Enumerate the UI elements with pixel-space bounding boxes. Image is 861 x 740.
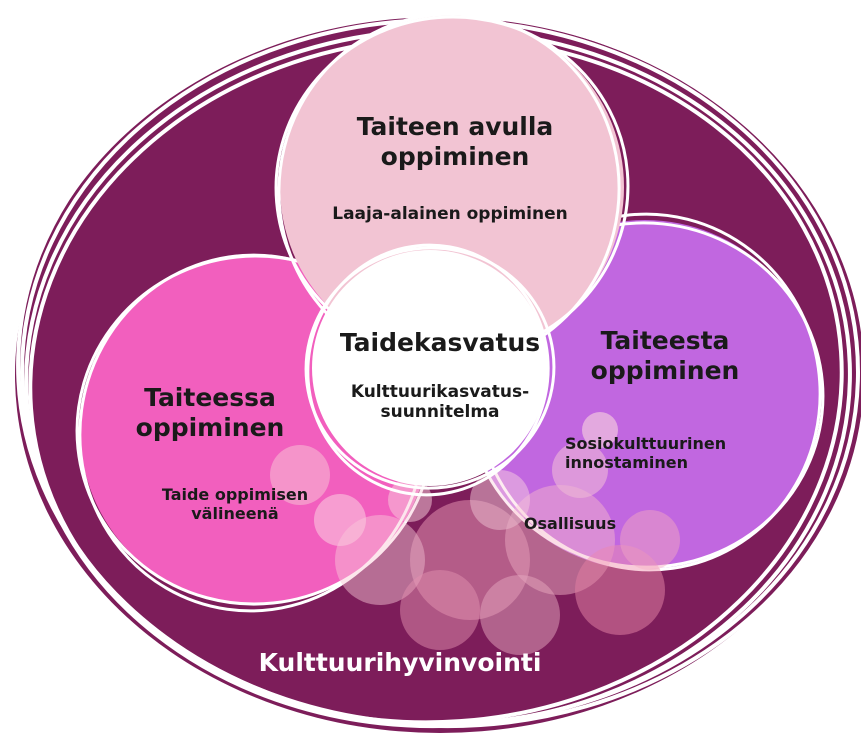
center-title: Taidekasvatus xyxy=(339,328,541,357)
center-subtitle-line2: suunnitelma xyxy=(380,402,500,423)
left-subtitle: Taide oppimisen välineenä xyxy=(120,485,350,523)
top-title-line2: oppiminen xyxy=(380,142,530,171)
center-circle xyxy=(312,250,548,486)
right-title: Taiteesta oppiminen xyxy=(565,326,765,386)
right-subtitle-line1: Sosiokulttuurinen xyxy=(565,434,727,453)
bottom-label: Kulttuurihyvinvointi xyxy=(258,648,542,677)
right-title-line2: oppiminen xyxy=(590,356,740,385)
left-title-line1: Taiteessa xyxy=(144,383,276,412)
right-subtitle-line2: innostaminen xyxy=(565,453,689,473)
right-extra: Osallisuus xyxy=(523,514,617,533)
left-title-line2: oppiminen xyxy=(135,413,285,442)
top-title: Taiteen avulla oppiminen xyxy=(300,112,610,172)
center-subtitle: Kulttuurikasvatus- suunnitelma xyxy=(320,382,560,423)
right-title-line1: Taiteesta xyxy=(600,326,730,355)
left-subtitle-line1: Taide oppimisen xyxy=(161,485,309,504)
flower-cluster xyxy=(270,412,680,655)
top-subtitle: Laaja-alainen oppiminen xyxy=(332,204,568,224)
left-title: Taiteessa oppiminen xyxy=(110,383,310,443)
top-title-line1: Taiteen avulla xyxy=(356,112,554,141)
center-subtitle-line1: Kulttuurikasvatus- xyxy=(350,382,530,402)
right-subtitle: Sosiokulttuurinen innostaminen xyxy=(565,434,780,472)
left-subtitle-line2: välineenä xyxy=(191,504,279,524)
center-rings xyxy=(304,243,556,497)
